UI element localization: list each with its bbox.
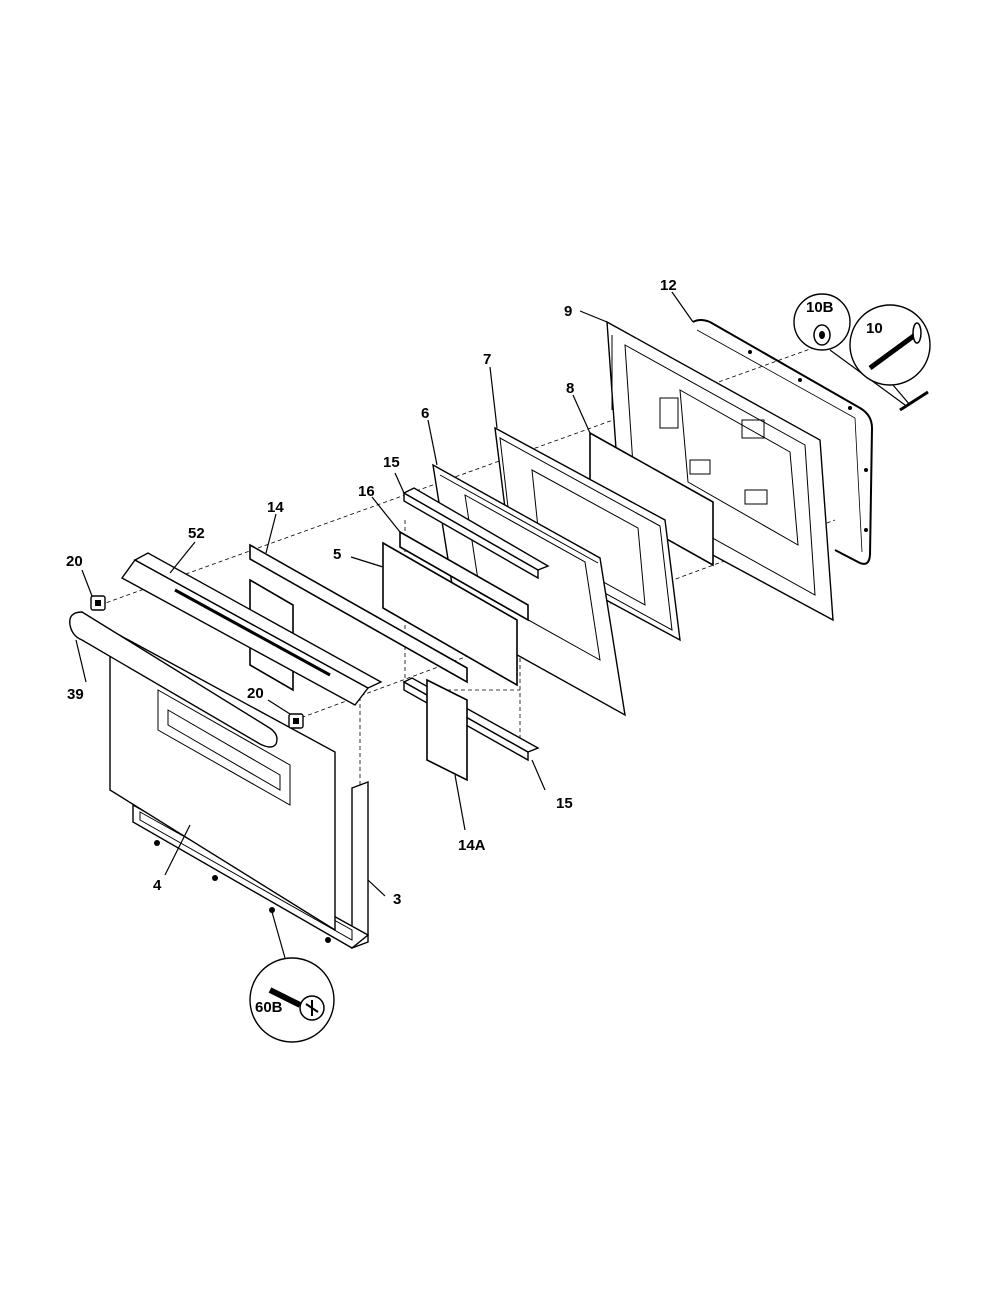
- callout-8: 8: [566, 380, 574, 397]
- callout-20-left: 20: [66, 553, 83, 570]
- callout-60b: 60B: [255, 999, 283, 1016]
- callout-14a: 14A: [458, 837, 486, 854]
- glass-retainer-top: [402, 487, 550, 580]
- door-glass: [382, 541, 518, 687]
- door-gasket: [692, 319, 874, 565]
- callout-15-bottom: 15: [556, 795, 573, 812]
- callout-39: 39: [67, 686, 84, 703]
- callout-9: 9: [564, 303, 572, 320]
- callout-5: 5: [333, 546, 341, 563]
- callout-10b: 10B: [806, 299, 834, 316]
- callout-52: 52: [188, 525, 205, 542]
- inner-glass-panel: [589, 431, 714, 567]
- callout-3: 3: [393, 891, 401, 908]
- door-handle: [69, 611, 278, 748]
- callout-6: 6: [421, 405, 429, 422]
- callout-12: 12: [660, 277, 677, 294]
- callout-14: 14: [267, 499, 284, 516]
- door-trim: [120, 552, 383, 706]
- window-insulation-small: [426, 678, 468, 782]
- inner-door-liner: [606, 320, 834, 622]
- callout-15-top: 15: [383, 454, 400, 471]
- glass-spacer: [399, 530, 529, 622]
- screw-detail-bubble: [849, 304, 931, 412]
- callout-16: 16: [358, 483, 375, 500]
- callout-10: 10: [866, 320, 883, 337]
- handle-end-cap-right: [288, 713, 304, 729]
- callout-7: 7: [483, 351, 491, 368]
- screw-60b-detail-bubble: [249, 911, 335, 1043]
- washer-detail-bubble: [793, 293, 906, 406]
- leader-lines: [75, 291, 694, 897]
- outer-door-panel: [109, 628, 336, 932]
- door-screws: [154, 840, 331, 943]
- handle-end-cap-left: [90, 595, 106, 611]
- callout-4: 4: [153, 877, 162, 894]
- callout-20-right: 20: [247, 685, 264, 702]
